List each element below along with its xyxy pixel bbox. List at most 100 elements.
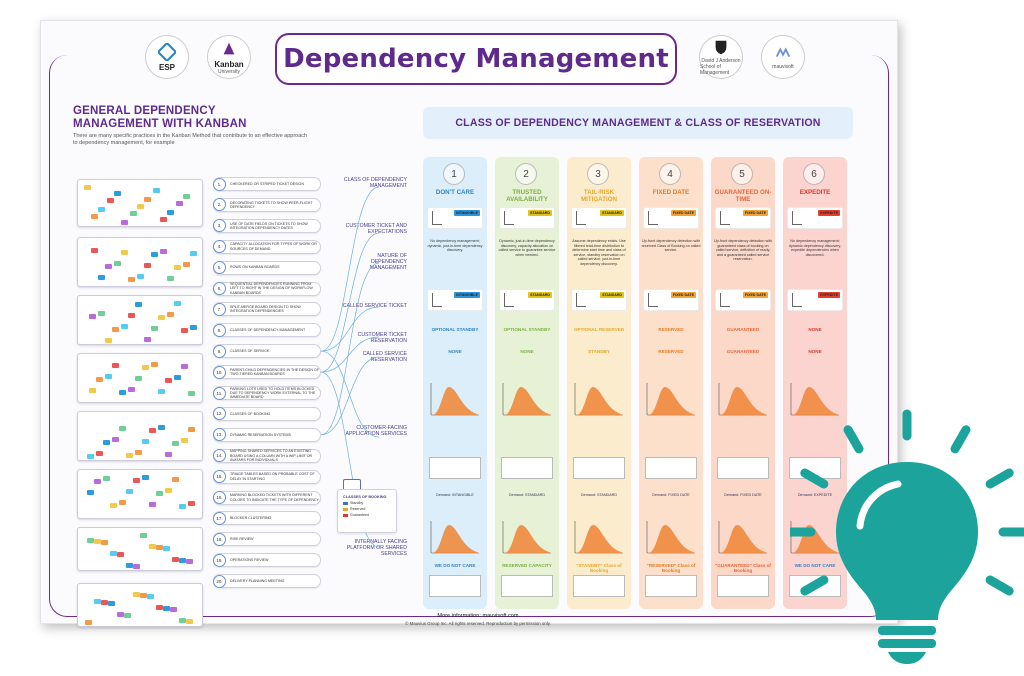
service-reservation: NONE bbox=[448, 349, 462, 354]
called-service-card: STANDARD bbox=[571, 289, 627, 311]
practice-thumbnail bbox=[77, 411, 203, 461]
ticket-tag: FIXED DATE bbox=[742, 292, 768, 298]
class-name: FIXED DATE bbox=[652, 189, 690, 196]
class-name: GUARANTEED ON-TIME bbox=[714, 189, 772, 203]
practice-item-label: Decorating Tickets to Show Peer-Flight D… bbox=[230, 200, 313, 209]
class-section-header: CLASS OF DEPENDENCY MANAGEMENT & CLASS O… bbox=[423, 107, 853, 139]
practice-item-number: 10. bbox=[213, 365, 226, 379]
booking-board bbox=[429, 457, 481, 479]
lead-time-curve bbox=[646, 383, 695, 416]
practice-thumbnail bbox=[77, 353, 203, 403]
practice-item-number: 6. bbox=[213, 282, 226, 295]
practice-item-number: 14. bbox=[213, 449, 226, 463]
chart-axis bbox=[648, 293, 658, 307]
practice-item-label: Marking Blocked Tickets with Different C… bbox=[230, 493, 319, 502]
light-ray bbox=[950, 425, 971, 454]
class-number: 2 bbox=[515, 163, 537, 185]
bulb-tip bbox=[888, 652, 926, 664]
customer-ticket-card: FIXED DATE bbox=[715, 207, 771, 229]
light-ray bbox=[800, 575, 829, 596]
practice-item: 14. Mapping Shared Services to an Existin… bbox=[213, 448, 321, 463]
chart-axis bbox=[648, 211, 658, 225]
practice-item: 16. Marking Blocked Tickets with Differen… bbox=[213, 490, 321, 505]
called-service-card: EXPEDITE bbox=[787, 289, 843, 311]
chart-axis bbox=[504, 293, 514, 307]
practice-item: 1.Checkered or Striped Ticket Design bbox=[213, 177, 321, 191]
row-label: Customer-Facing Application Services bbox=[345, 425, 408, 437]
classes-of-booking-legend: CLASSES OF BOOKING Standby Reserved Guar… bbox=[337, 489, 397, 533]
platform-booking-label: WE DO NOT CARE bbox=[434, 563, 476, 568]
practice-item-number: 12. bbox=[213, 407, 226, 421]
lightbulb-icon bbox=[790, 409, 1024, 664]
kanban-university-logo: Kanban University bbox=[207, 35, 251, 79]
practice-item-label: Classes of Service bbox=[230, 349, 270, 354]
poster-frame bbox=[49, 55, 889, 617]
platform-booking-board bbox=[501, 575, 553, 597]
lead-time-curve bbox=[574, 383, 623, 416]
legend-title: CLASSES OF BOOKING bbox=[343, 495, 387, 499]
light-ray bbox=[985, 575, 1014, 596]
practice-item-number: 11. bbox=[213, 386, 226, 400]
practice-thumbnail bbox=[77, 527, 203, 571]
practice-item-number: 4. bbox=[213, 240, 226, 254]
customer-reservation: GUARANTEED bbox=[726, 327, 760, 332]
practice-item-label: Mapping Shared Services to an Existing B… bbox=[230, 449, 313, 462]
kanban-mark-icon bbox=[223, 42, 235, 54]
practice-item-label: Split-Merge Board Design to Show Integra… bbox=[230, 305, 301, 314]
practice-item: 13.Dynamic Reservation Systems bbox=[213, 427, 321, 442]
practice-thumbnail bbox=[77, 295, 203, 345]
legend-label: Reserved bbox=[350, 507, 366, 511]
platform-booking-label: "GUARANTEED" Class of Booking bbox=[715, 563, 771, 573]
demand-label: Demand: INTANGIBLE bbox=[436, 493, 474, 497]
row-label: Class of Dependency Management bbox=[343, 177, 407, 189]
service-reservation: NONE bbox=[808, 349, 822, 354]
platform-lead-time-curve bbox=[430, 521, 479, 554]
practice-item-label: Rows on Kanban Boards bbox=[230, 265, 280, 270]
legend-item-reserved: Reserved bbox=[343, 507, 396, 511]
booking-board bbox=[717, 457, 769, 479]
practice-item-number: 8. bbox=[213, 323, 226, 337]
practice-item-label: Blocker Clustering bbox=[230, 516, 272, 521]
practice-item: 19.Operations Review bbox=[213, 553, 321, 568]
practice-item: 7.Split-Merge Board Design to Show Integ… bbox=[213, 302, 321, 317]
practice-item-label: Classes of Booking bbox=[230, 411, 271, 416]
called-service-card: FIXED DATE bbox=[715, 289, 771, 311]
chart-axis bbox=[432, 293, 442, 307]
ticket-tag: FIXED DATE bbox=[670, 292, 696, 298]
legend-item-guaranteed: Guaranteed bbox=[343, 513, 396, 517]
customer-ticket-card: STANDARD bbox=[499, 207, 555, 229]
row-label: Internally Facing Platform or Shared Ser… bbox=[346, 539, 407, 557]
row-label: Customer Ticket and Expectations bbox=[345, 223, 407, 235]
light-ray bbox=[985, 468, 1014, 489]
service-reservation: RESERVED bbox=[658, 349, 684, 354]
class-name: TAIL-RISK MITIGATION bbox=[581, 189, 617, 203]
class-number: 6 bbox=[803, 163, 825, 185]
demand-label: Demand: STANDARD bbox=[509, 493, 545, 497]
platform-booking-label: "STANDBY" Class of Booking bbox=[576, 563, 622, 573]
light-rays bbox=[790, 409, 1024, 596]
practice-item-number: 16. bbox=[213, 491, 226, 504]
class-number: 1 bbox=[443, 163, 465, 185]
practice-item: 10.Parent-Child Dependencies in the Desi… bbox=[213, 365, 321, 380]
practice-item: 8.Classes of Dependency Management bbox=[213, 323, 321, 338]
ticket-tag: FIXED DATE bbox=[670, 210, 696, 216]
ticket-tag: FIXED DATE bbox=[742, 210, 768, 216]
platform-booking-board bbox=[573, 575, 625, 597]
class-number: 4 bbox=[659, 163, 681, 185]
practice-item: 2.Decorating Tickets to Show Peer-Flight… bbox=[213, 197, 321, 212]
practice-item-label: Use of Date Fields on Tickets to Show In… bbox=[230, 221, 308, 230]
class-description: No dependency management; dynamic depend… bbox=[788, 239, 842, 257]
bulb-base-ring-2 bbox=[878, 639, 936, 648]
practice-item-label: Sequential Dependencies Running from Lef… bbox=[230, 282, 313, 295]
called-service-card: FIXED DATE bbox=[643, 289, 699, 311]
platform-booking-label: "RESERVED" Class of Booking bbox=[646, 563, 696, 573]
practice-item-label: Dynamic Reservation Systems bbox=[230, 432, 291, 437]
footer-more-info: More information: mauvisoft.com bbox=[437, 613, 519, 619]
kanban-logo-sub: University bbox=[218, 68, 240, 75]
bulb-glass bbox=[836, 462, 978, 620]
class-description: Assume dependency exists. Use filtered l… bbox=[572, 239, 626, 266]
customer-ticket-card: INTANGIBLE bbox=[427, 207, 483, 229]
customer-reservation: NONE bbox=[808, 327, 822, 332]
dependency-management-poster: ESP Kanban University David J Anderson S… bbox=[40, 20, 898, 627]
